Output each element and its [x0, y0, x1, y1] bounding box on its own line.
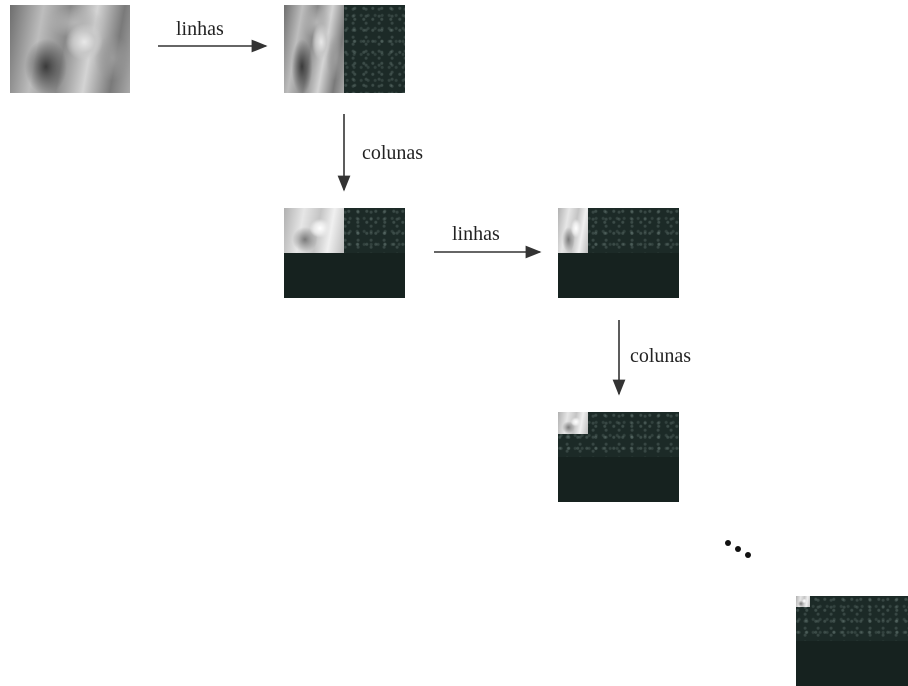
label-colunas-2: colunas [630, 345, 692, 367]
col-bottom-band [284, 253, 405, 298]
level2-column-transform-image [558, 412, 679, 502]
original-image [10, 5, 130, 93]
original-photo [10, 5, 130, 93]
row-detail-half [344, 5, 405, 93]
label-linhas-1: linhas [176, 18, 224, 40]
label-colunas-1: colunas [362, 142, 424, 164]
l2-bottom-band [558, 253, 679, 298]
ellipsis-icon [725, 540, 751, 558]
ll-subband-photo [284, 208, 344, 253]
final-bottom-band [796, 641, 908, 686]
l2c-ll-photo [558, 412, 588, 434]
final-ll-photo [796, 596, 810, 607]
label-linhas-2: linhas [452, 223, 500, 245]
level2-row-transform-image [558, 208, 679, 298]
final-decomposition-image [796, 596, 908, 686]
row-approx-photo [284, 5, 344, 93]
l2-row-approx-photo [558, 208, 588, 253]
column-transform-image [284, 208, 405, 298]
row-transform-image [284, 5, 405, 93]
l2c-bottom-band [558, 457, 679, 502]
